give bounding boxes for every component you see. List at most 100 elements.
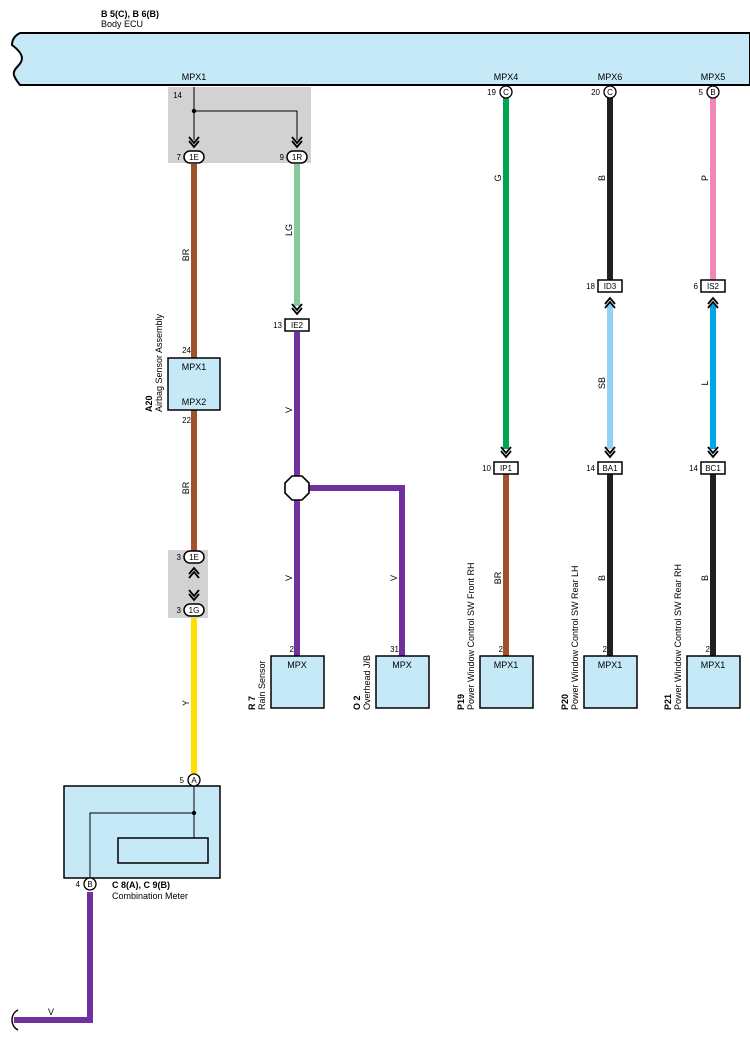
p21-code: P21 [663, 694, 673, 710]
body-ecu-box [10, 32, 750, 86]
p20-terminal: MPX1 [598, 660, 623, 670]
wire-label-p: P [700, 175, 710, 181]
ecu-terminal-mpx1: MPX1 [182, 72, 207, 82]
p19-terminal: MPX1 [494, 660, 519, 670]
wire-label-br-p19: BR [493, 571, 503, 584]
wire-continuation-mark [11, 1009, 19, 1031]
connector-is2 [700, 279, 726, 293]
wire-label-b-p20: B [597, 575, 607, 581]
wire-v-overhead [309, 485, 405, 656]
airbag-pin-bottom: 22 [182, 416, 191, 425]
wire-label-lg: LG [284, 224, 294, 236]
connector-bc1-label: BC1 [705, 464, 721, 473]
connector-id3-label: ID3 [604, 282, 617, 291]
meter-conn-b: B [87, 880, 92, 889]
meter-pin-a: 5 [180, 776, 185, 785]
connector-ba1 [597, 461, 623, 475]
rain-sensor-name: Rain Sensor [257, 660, 267, 710]
connector-is2-pin: 6 [694, 282, 699, 291]
connector-1g [183, 603, 205, 617]
connector-ip1-label: IP1 [500, 464, 513, 473]
p21-terminal: MPX1 [701, 660, 726, 670]
connector-1g-pin: 3 [177, 606, 182, 615]
wire-label-b-p21: B [700, 575, 710, 581]
rain-sensor-terminal: MPX [287, 660, 307, 670]
wire-label-v-bottom: V [48, 1007, 54, 1017]
connector-ip1-pin: 10 [482, 464, 491, 473]
wire-label-b-mpx6: B [597, 175, 607, 181]
connector-1r-pin: 9 [280, 153, 285, 162]
splice-octagon [284, 475, 310, 501]
ecu-pin-mpx5: 5 [699, 88, 704, 97]
connector-bc1-pin: 14 [689, 464, 698, 473]
rain-sensor-pin: 2 [290, 645, 295, 654]
connector-is2-label: IS2 [707, 282, 720, 291]
wire-v-bottom [14, 892, 93, 1023]
wire-label-br-lower: BR [181, 481, 191, 494]
combination-meter-box [63, 785, 221, 879]
wire-label-v-rain: V [284, 575, 294, 581]
meter-name: Combination Meter [112, 891, 188, 901]
overhead-jb-box [375, 655, 430, 709]
meter-code: C 8(A), C 9(B) [112, 880, 170, 890]
connector-ba1-label: BA1 [602, 464, 618, 473]
p19-box [479, 655, 534, 709]
overhead-jb-code: O 2 [352, 695, 362, 710]
ecu-conn-mpx5: B [710, 88, 715, 97]
p19-pin: 2 [499, 645, 504, 654]
airbag-pin-top: 24 [182, 346, 191, 355]
connector-1r-label: 1R [292, 153, 302, 162]
ecu-terminal-mpx4: MPX4 [494, 72, 519, 82]
connector-ba1-pin: 14 [586, 464, 595, 473]
p20-box [583, 655, 638, 709]
connector-1e-low [183, 550, 205, 564]
p19-code: P19 [456, 694, 466, 710]
p21-name: Power Window Control SW Rear RH [673, 564, 683, 710]
splice-dot [191, 108, 197, 114]
ecu-pin-mpx6: 20 [591, 88, 600, 97]
ecu-pin-circle-mpx5 [706, 85, 720, 99]
body-ecu-code: B 5(C), B 6(B) [101, 9, 159, 19]
wire-label-br-upper: BR [181, 248, 191, 261]
connector-1e-low-label: 1E [189, 553, 199, 562]
ecu-conn-mpx6: C [607, 88, 613, 97]
wire-label-y: Y [181, 700, 191, 706]
connector-1g-label: 1G [189, 606, 200, 615]
airbag-name: Airbag Sensor Assembly [154, 313, 164, 412]
connector-1e-top-pin: 7 [177, 153, 182, 162]
meter-conn-a: A [191, 776, 197, 785]
connector-bc1 [700, 461, 726, 475]
body-ecu-name: Body ECU [101, 19, 143, 29]
airbag-terminal-mpx2: MPX2 [182, 397, 207, 407]
ecu-terminal-mpx6: MPX6 [598, 72, 623, 82]
connector-id3 [597, 279, 623, 293]
overhead-jb-terminal: MPX [392, 660, 412, 670]
chevrons [188, 136, 719, 602]
connector-1e-top-label: 1E [189, 153, 199, 162]
meter-internal-wire [89, 786, 195, 878]
ecu-terminal-mpx5: MPX5 [701, 72, 726, 82]
ecu-conn-mpx4: C [503, 88, 509, 97]
p20-name: Power Window Control SW Rear LH [570, 565, 580, 710]
connector-ie2-label: IE2 [291, 321, 304, 330]
connector-ip1 [493, 461, 519, 475]
connector-1r [286, 150, 308, 164]
connector-id3-pin: 18 [586, 282, 595, 291]
meter-pin-circle-a [187, 773, 201, 787]
airbag-code: A20 [144, 395, 154, 412]
meter-pin-b: 4 [76, 880, 81, 889]
connector-1e-low-pin: 3 [177, 553, 182, 562]
overhead-jb-pin: 31 [390, 645, 399, 654]
connector-1e-top [183, 150, 205, 164]
meter-pin-circle-b [83, 877, 97, 891]
ecu-pin-14: 14 [173, 91, 182, 100]
airbag-terminal-mpx1: MPX1 [182, 362, 207, 372]
rain-sensor-code: R 7 [247, 696, 257, 710]
connector-ie2 [284, 318, 310, 332]
overhead-jb-name: Overhead J/B [362, 655, 372, 710]
p20-code: P20 [560, 694, 570, 710]
wire-branch-to-1r [194, 110, 298, 140]
wire-label-g: G [493, 174, 503, 181]
p19-name: Power Window Control SW Front RH [466, 562, 476, 710]
